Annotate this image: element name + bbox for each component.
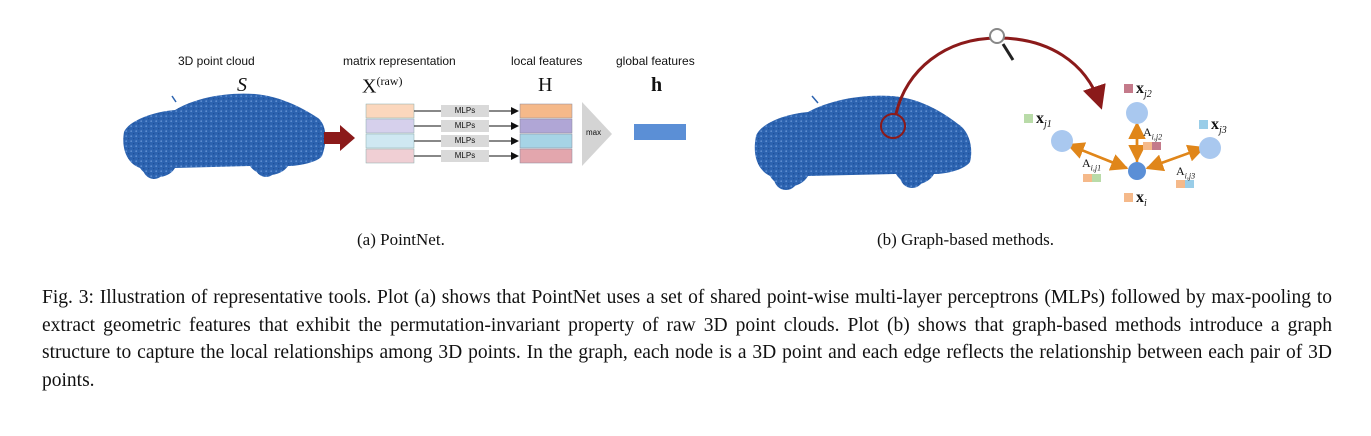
edge-a1-squares <box>1083 174 1101 182</box>
label-local-features: local features <box>511 54 583 68</box>
label-3d-point-cloud: 3D point cloud <box>178 54 255 68</box>
mlp-arrows <box>414 107 519 160</box>
magnifier-icon <box>989 28 1015 61</box>
node-xj1 <box>1051 130 1073 152</box>
caption-b: (b) Graph-based methods. <box>877 230 1055 249</box>
symbol-X: X <box>362 75 377 98</box>
car-point-cloud-a <box>123 93 326 179</box>
label-xj2: xj2 <box>1136 80 1152 101</box>
symbol-S: S <box>237 74 247 96</box>
matrix-representation <box>365 103 415 164</box>
thick-arrow <box>324 125 355 151</box>
node-xi <box>1128 162 1146 180</box>
figure-caption: Fig. 3: Illustration of representative t… <box>42 287 1332 391</box>
mlp-label: MLPs <box>441 105 489 117</box>
node-xj3 <box>1199 137 1221 159</box>
label-matrix-representation: matrix representation <box>343 54 456 68</box>
curved-arrow <box>894 36 1106 115</box>
symbol-X-raw: X(raw) <box>362 74 402 99</box>
label-a2: Ai,j2 <box>1143 125 1163 142</box>
symbol-H: H <box>538 74 553 96</box>
symbol-X-superscript: (raw) <box>376 74 403 88</box>
label-a1: Ai,j1 <box>1082 156 1102 173</box>
local-features <box>519 103 573 164</box>
mlp-label: MLPs <box>441 135 489 147</box>
xj1-feature-square <box>1024 114 1033 123</box>
max-label: max <box>586 128 602 137</box>
node-xj2 <box>1126 102 1148 124</box>
edge-a3-squares <box>1176 180 1194 188</box>
car-point-cloud-b <box>754 95 972 190</box>
xj2-feature-square <box>1124 84 1133 93</box>
highlight-circle <box>880 113 906 139</box>
label-xj3: xj3 <box>1211 116 1227 137</box>
global-feature-bar <box>634 124 686 140</box>
label-global-features: global features <box>616 54 695 68</box>
caption-a: (a) PointNet. <box>357 230 445 249</box>
label-xj1: xj1 <box>1036 110 1052 131</box>
max-pool-triangle <box>582 102 612 166</box>
label-a3: Ai,j3 <box>1176 164 1196 181</box>
graph-edges <box>1066 121 1206 172</box>
mlp-label: MLPs <box>441 120 489 132</box>
edge-a2-squares <box>1143 142 1161 150</box>
xi-feature-square <box>1124 193 1133 202</box>
symbol-h: h <box>651 74 663 96</box>
xj3-feature-square <box>1199 120 1208 129</box>
mlp-label: MLPs <box>441 150 489 162</box>
label-xi: xi <box>1136 189 1147 210</box>
